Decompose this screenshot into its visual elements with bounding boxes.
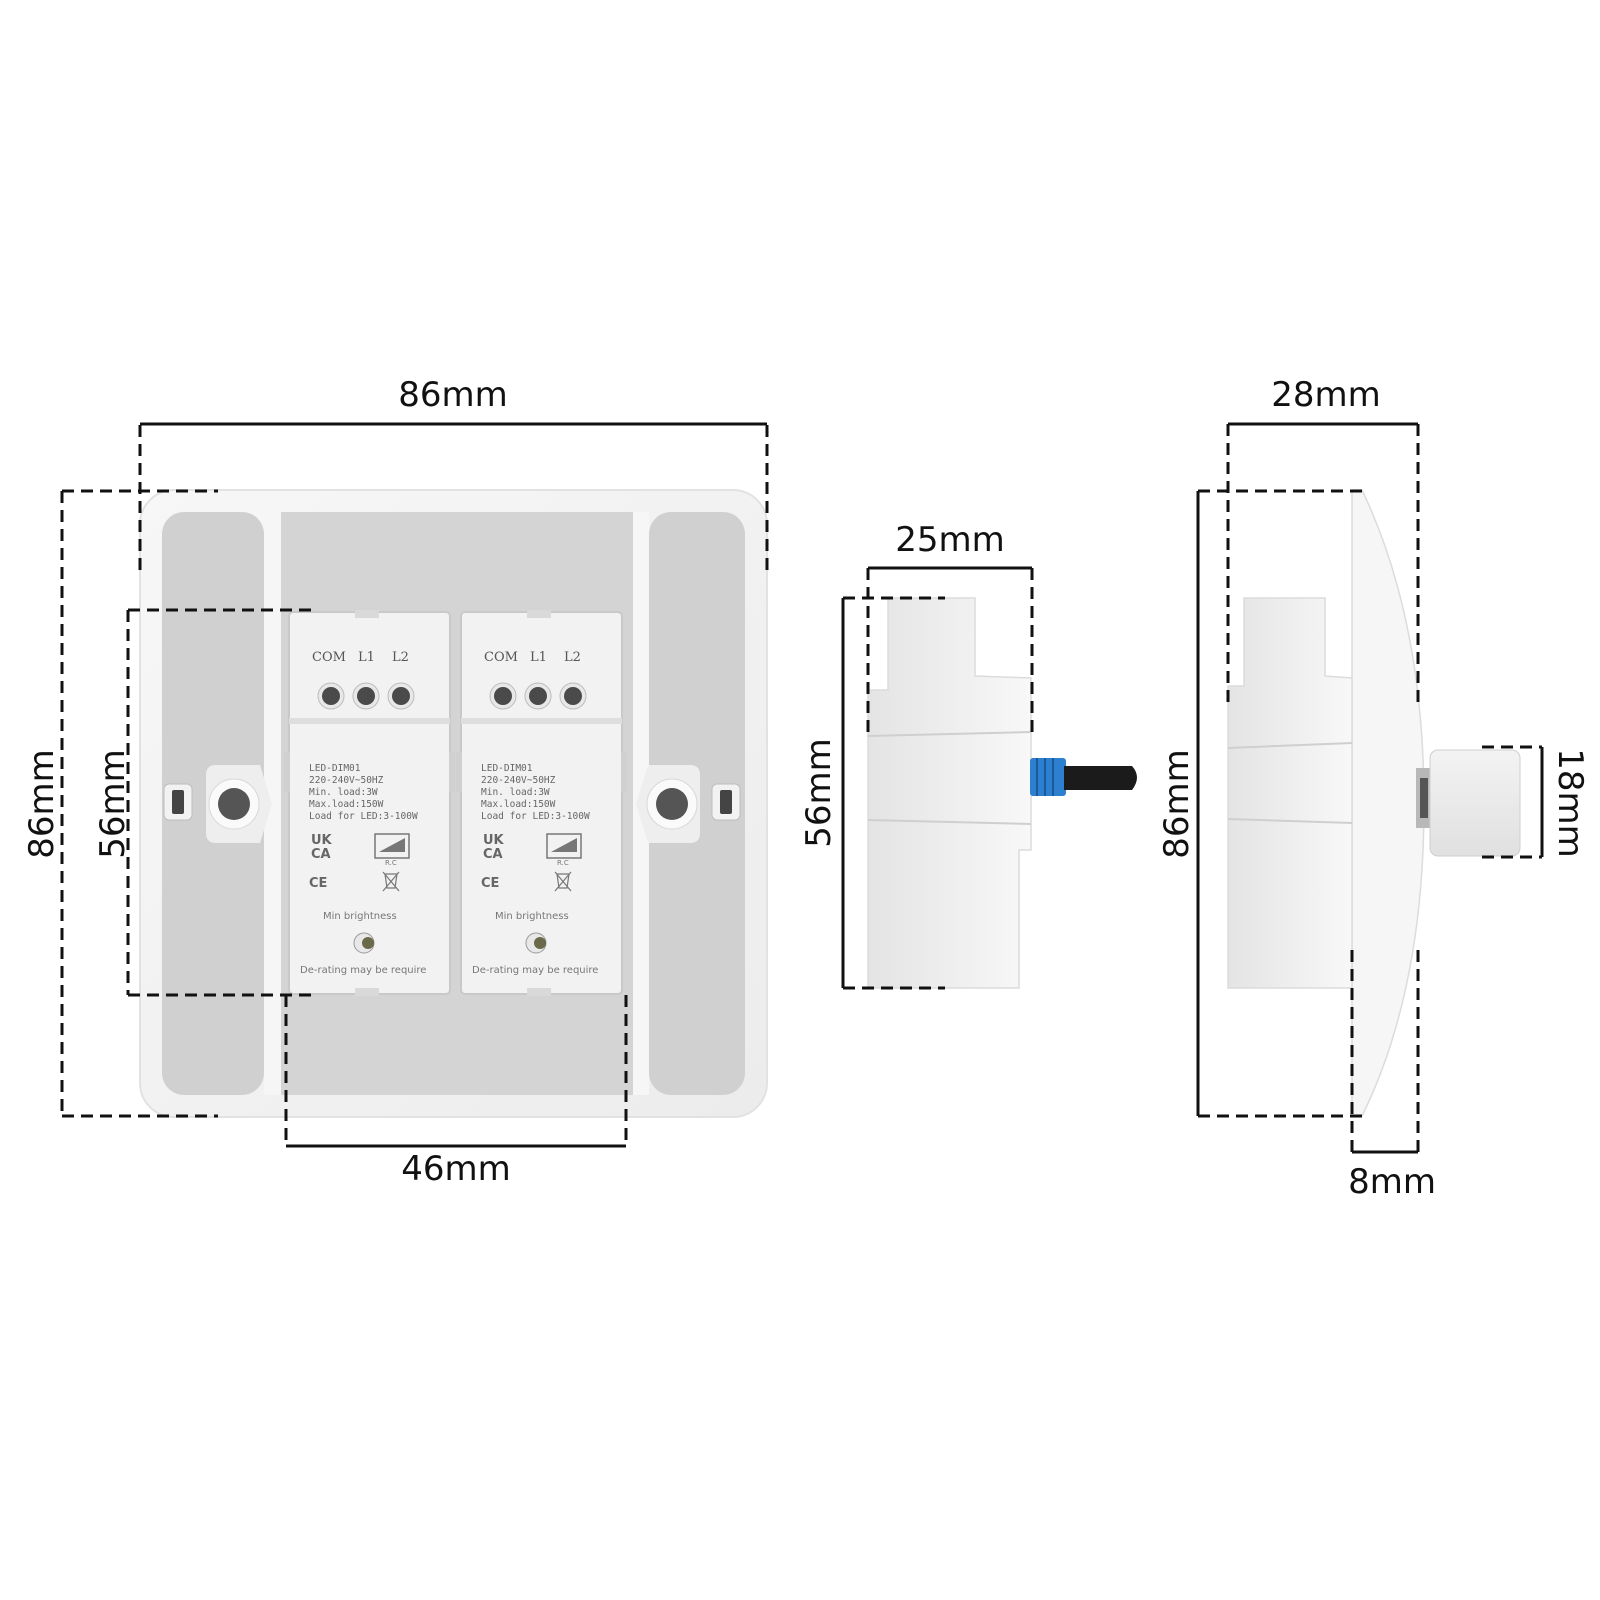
ukca-mark-bottom: CA: [483, 847, 503, 862]
voltage-text: 220-240V~50HZ: [481, 775, 556, 786]
terminal-label-l2: L2: [564, 650, 581, 665]
rc-dimmer-icon: R.C: [546, 833, 582, 867]
dim-front-width: 86mm: [138, 375, 769, 570]
terminal-screws: [317, 682, 415, 710]
module-side-view: 25mm 56mm: [799, 520, 1137, 990]
svg-text:18mm: 18mm: [1550, 748, 1590, 858]
dim-side-height: 56mm: [799, 596, 945, 990]
svg-text:56mm: 56mm: [799, 738, 839, 848]
dim-profile-height: 86mm: [1157, 489, 1362, 1118]
weee-bin-icon: [382, 871, 400, 892]
mounting-hole-left: [163, 765, 272, 843]
terminal-label-l1: L1: [358, 650, 375, 665]
model-text: LED-DIM01: [481, 763, 533, 774]
mounting-hole-right: [636, 765, 741, 843]
terminal-label-l2: L2: [392, 650, 409, 665]
ce-mark: CE: [481, 876, 499, 891]
ukca-mark-top: UK: [311, 833, 333, 848]
dimmer-module-1: COM L1 L2 LED-DIM01 220-240V~50HZ Min. l…: [284, 610, 455, 996]
face-plate-profile: [1351, 489, 1425, 1117]
weee-bin-icon: [554, 871, 572, 892]
max-load-text: Max.load:150W: [481, 799, 556, 810]
dimmer-shaft: [1064, 766, 1137, 790]
svg-text:28mm: 28mm: [1271, 375, 1381, 415]
led-load-text: Load for LED:3-100W: [481, 811, 590, 822]
model-text: LED-DIM01: [309, 763, 361, 774]
dim-plate-thickness: 8mm: [1348, 950, 1436, 1202]
svg-text:46mm: 46mm: [401, 1149, 511, 1189]
terminal-label-com: COM: [484, 650, 518, 665]
dim-module-width: 46mm: [284, 995, 628, 1189]
svg-text:86mm: 86mm: [1157, 749, 1197, 859]
dim-profile-depth: 28mm: [1226, 375, 1420, 705]
derating-note: De-rating may be require: [300, 965, 426, 976]
module-side-body: [867, 597, 1032, 989]
back-view: COM L1 L2 LED-DIM01 220-240V~50HZ Min. l…: [22, 375, 769, 1189]
knob: [1416, 749, 1521, 857]
svg-text:R.C: R.C: [557, 859, 569, 867]
brightness-adjust-screw-icon: [353, 932, 375, 954]
ukca-mark-top: UK: [483, 833, 505, 848]
dim-knob-diameter: 18mm: [1482, 745, 1590, 859]
voltage-text: 220-240V~50HZ: [309, 775, 384, 786]
dimmer-module-2: COM L1 L2 LED-DIM01 220-240V~50HZ Min. l…: [456, 610, 627, 996]
dim-module-height: 56mm: [93, 608, 312, 997]
svg-text:R.C: R.C: [385, 859, 397, 867]
terminal-label-l1: L1: [530, 650, 547, 665]
svg-text:8mm: 8mm: [1348, 1162, 1436, 1202]
derating-note: De-rating may be require: [472, 965, 598, 976]
brightness-adjust-screw-icon: [525, 932, 547, 954]
dim-front-height: 86mm: [22, 489, 218, 1118]
svg-text:56mm: 56mm: [93, 749, 133, 859]
min-brightness-label: Min brightness: [495, 911, 569, 922]
module-body-profile: [1227, 597, 1353, 989]
led-load-text: Load for LED:3-100W: [309, 811, 418, 822]
svg-text:86mm: 86mm: [22, 749, 62, 859]
min-brightness-label: Min brightness: [323, 911, 397, 922]
ukca-mark-bottom: CA: [311, 847, 331, 862]
svg-text:86mm: 86mm: [398, 375, 508, 415]
ce-mark: CE: [309, 876, 327, 891]
terminal-screws: [489, 682, 587, 710]
max-load-text: Max.load:150W: [309, 799, 384, 810]
adjustment-screw: [1030, 758, 1066, 796]
profile-view: 28mm 86mm 18mm 8mm: [1157, 375, 1590, 1202]
dim-side-depth: 25mm: [866, 520, 1034, 735]
terminal-label-com: COM: [312, 650, 346, 665]
svg-text:25mm: 25mm: [895, 520, 1005, 560]
min-load-text: Min. load:3W: [309, 787, 378, 798]
rc-dimmer-icon: R.C: [374, 833, 410, 867]
min-load-text: Min. load:3W: [481, 787, 550, 798]
